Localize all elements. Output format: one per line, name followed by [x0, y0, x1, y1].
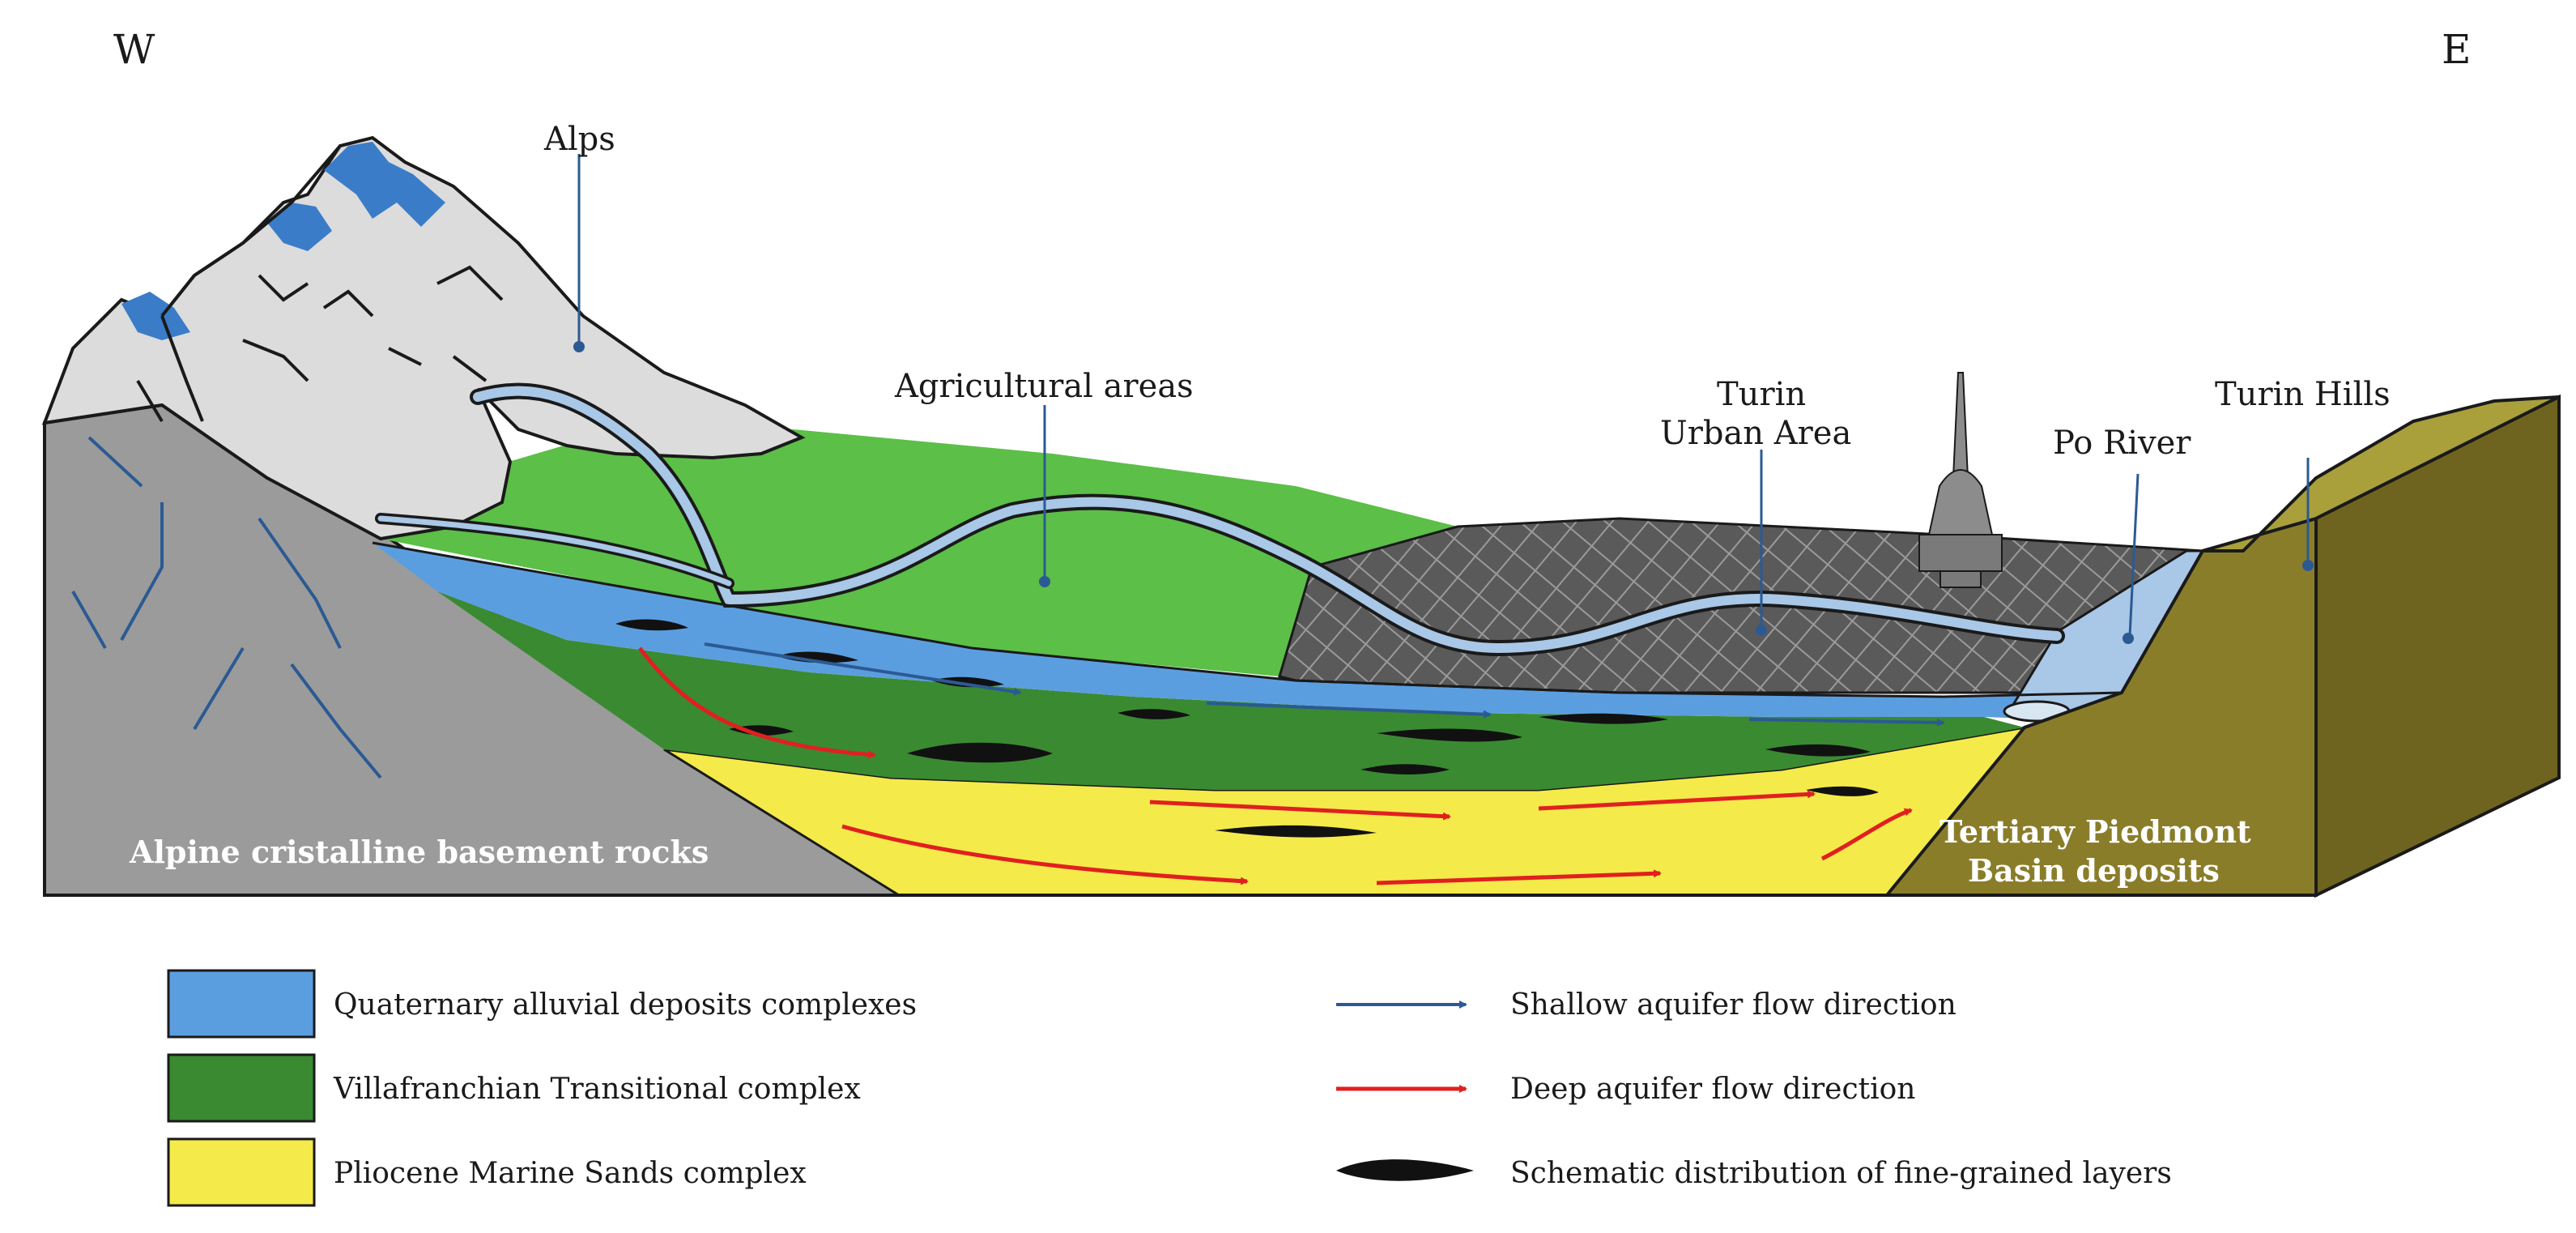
legend-pliocene-label: Pliocene Marine Sands complex: [334, 1157, 807, 1190]
quaternary-layer: [373, 543, 2122, 721]
basement-label: Alpine cristalline basement rocks: [129, 834, 709, 870]
legend-swatch-villafranchian: [167, 1053, 316, 1123]
turin-label-line1: Turin: [1717, 376, 1806, 413]
west-label: W: [113, 26, 155, 73]
basement-fractures: [71, 436, 382, 779]
turin-hills-label: Turin Hills: [2215, 376, 2391, 413]
agricultural-label: Agricultural areas: [894, 368, 1194, 405]
mountain-ridges: [136, 144, 504, 423]
legend: Quaternary alluvial deposits complexes V…: [167, 969, 2172, 1207]
legend-shallow-label: Shallow aquifer flow direction: [1510, 988, 1956, 1022]
glacier-caps: [121, 142, 445, 340]
legend-swatch-pliocene: [167, 1137, 316, 1207]
legend-villafranchian-label: Villafranchian Transitional complex: [333, 1073, 861, 1106]
po-river-label: Po River: [2053, 425, 2191, 462]
tertiary-label-line2: Basin deposits: [1968, 852, 2220, 889]
legend-swatch-quaternary: [167, 969, 316, 1039]
east-label: E: [2442, 26, 2472, 73]
fine-grained-lenses: [615, 619, 1879, 838]
legend-quaternary-label: Quaternary alluvial deposits complexes: [334, 988, 917, 1022]
tertiary-label-line1: Tertiary Piedmont: [1939, 813, 2251, 850]
legend-fine-layer-icon: [1336, 1159, 1474, 1181]
turin-label-line2: Urban Area: [1660, 415, 1851, 452]
tertiary-block-side: [2314, 394, 2561, 898]
alps-label: Alps: [543, 121, 615, 158]
label-leaders: [577, 154, 2310, 637]
mole-antonelliana-icon: [1918, 372, 2003, 588]
legend-deep-label: Deep aquifer flow direction: [1510, 1073, 1915, 1106]
legend-fine-layer-label: Schematic distribution of fine-grained l…: [1510, 1157, 2172, 1190]
leader-dots: [573, 341, 2314, 644]
villafranchian-layer: [437, 591, 2025, 790]
shallow-flow-arrows: [704, 642, 1945, 727]
deep-flow-arrows: [638, 646, 1913, 885]
